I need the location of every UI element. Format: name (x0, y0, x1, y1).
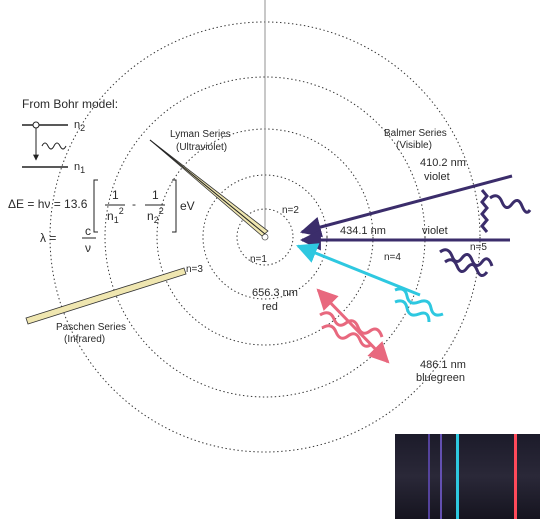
orbit-n1 (236, 208, 294, 266)
lambda-lhs: λ = (40, 231, 56, 245)
balmer-bluegreen-486-arrow (296, 243, 444, 323)
frac2-denominator: n22 (147, 206, 164, 225)
line-656-wavelength: 656.3 nm (252, 287, 298, 299)
bohr-header: From Bohr model: (22, 97, 118, 111)
equation-brackets (82, 179, 177, 239)
energy-unit: eV (180, 199, 195, 213)
balmer-violet-410-arrow (299, 174, 532, 238)
orbit-n2 (202, 174, 328, 300)
orbit-label-n1: n=1 (250, 254, 267, 265)
orbit-label-n2: n=2 (282, 205, 299, 216)
frac2-numerator: 1 (152, 188, 159, 202)
lyman-series-type: (Ultraviolet) (176, 142, 227, 153)
lyman-series-name: Lyman Series (170, 129, 231, 140)
lyman-series-line (149, 139, 269, 237)
level-n1-label: n1 (74, 161, 85, 175)
minus-sign: - (132, 197, 136, 211)
orbit-label-n4: n=4 (384, 252, 401, 263)
line-410-color: violet (424, 171, 450, 183)
frac1-denominator: n12 (107, 206, 124, 225)
spectrum-line-410 (428, 434, 430, 519)
lambda-denominator: ν (85, 241, 91, 255)
line-434-wavelength: 434.1 nm (340, 225, 386, 237)
orbit-label-n5: n=5 (470, 242, 487, 253)
paschen-series-line (25, 267, 187, 325)
line-656-color: red (262, 301, 278, 313)
spectrum-line-486 (456, 434, 459, 519)
balmer-series-name: Balmer Series (384, 128, 447, 139)
energy-level-diagram (22, 121, 68, 168)
spectrum-line-656 (514, 434, 517, 519)
orbit-n4 (104, 76, 426, 398)
frac1-numerator: 1 (112, 188, 119, 202)
energy-equation-prefix: ΔE = hν = 13.6 (8, 197, 88, 211)
spectrum-line-434 (440, 434, 442, 519)
hydrogen-spectrum-inset (395, 434, 540, 519)
level-n2-label: n2 (74, 119, 85, 133)
lambda-numerator: c (85, 224, 91, 238)
line-486-color: bluegreen (416, 372, 465, 384)
line-410-wavelength: 410.2 nm (420, 157, 466, 169)
balmer-series-type: (Visible) (396, 140, 432, 151)
paschen-series-type: (Infrared) (64, 334, 105, 345)
paschen-series-name: Paschen Series (56, 322, 126, 333)
line-434-color: violet (422, 225, 448, 237)
orbit-label-n3: n=3 (186, 264, 203, 275)
balmer-violet-434-arrow (299, 229, 510, 277)
line-486-wavelength: 486.1 nm (420, 359, 466, 371)
balmer-red-656-arrow (316, 288, 390, 364)
